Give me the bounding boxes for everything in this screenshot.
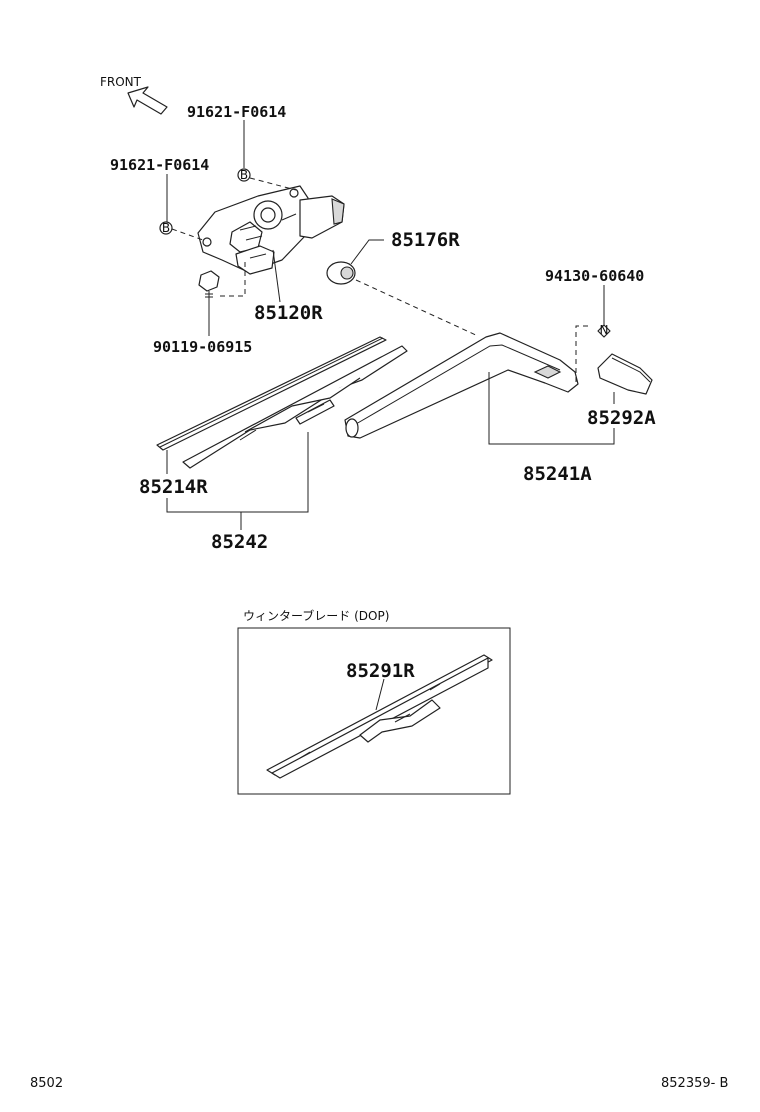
dop-box-title: ウィンターブレード (DOP) [243, 608, 389, 623]
footer-right: 852359- B [661, 1076, 728, 1091]
winter-blade [266, 654, 493, 779]
wiper-blade [182, 345, 408, 469]
label-bolt-left: 91621-F0614 [110, 156, 209, 174]
label-bolt-upper: 91621-F0614 [187, 103, 286, 121]
arm-cap [597, 353, 653, 395]
dop-box: ウィンターブレード (DOP) 85291R [237, 608, 511, 795]
label-nut: 85176R [391, 229, 460, 251]
label-blade-assy: 85242 [211, 531, 268, 553]
label-arm: 85241A [523, 463, 592, 485]
marker-n: N [597, 323, 611, 338]
front-label: FRONT [100, 75, 142, 89]
label-screw: 90119-06915 [153, 338, 252, 356]
footer-left: 8502 [30, 1076, 63, 1091]
label-cap: 85292A [587, 407, 656, 429]
wiper-arm [344, 332, 579, 439]
label-refill: 85214R [139, 476, 208, 498]
label-winter-blade: 85291R [346, 660, 415, 682]
wiper-motor [197, 185, 345, 275]
screw [198, 270, 220, 300]
marker-b-left: B [159, 221, 173, 235]
label-cap-nut: 94130-60640 [545, 267, 644, 285]
label-motor: 85120R [254, 302, 323, 324]
front-indicator: FRONT [100, 75, 168, 115]
blade-rubber [156, 336, 387, 451]
marker-b-upper-label: B [240, 168, 248, 182]
nut [326, 261, 356, 285]
marker-n-label: N [600, 323, 609, 337]
marker-b-upper: B [237, 168, 251, 182]
marker-b-left-label: B [162, 221, 170, 235]
front-arrow-icon [127, 86, 168, 115]
